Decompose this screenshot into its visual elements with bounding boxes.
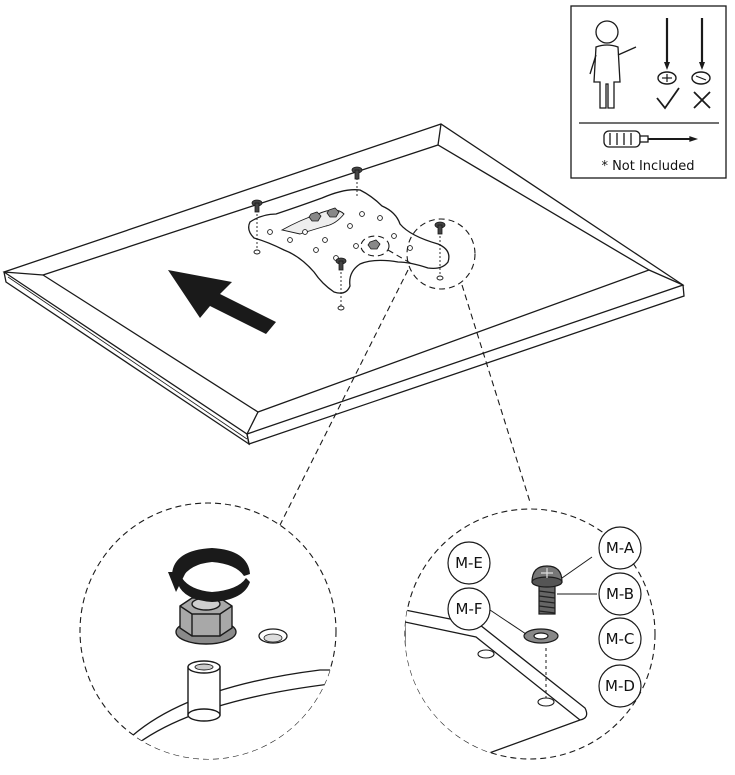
svg-text:M-F: M-F <box>456 600 483 618</box>
checkmark-icon <box>656 87 680 110</box>
svg-text:M-B: M-B <box>606 585 634 603</box>
flange-nut-icon <box>175 597 237 645</box>
label-m-e: M-E <box>447 541 491 585</box>
screwdriver-icon <box>603 130 699 148</box>
label-m-a: M-A <box>598 526 642 570</box>
not-included-note: * Not Included <box>601 159 694 174</box>
svg-text:M-E: M-E <box>455 554 483 572</box>
screw-icon <box>251 166 446 271</box>
label-m-c: M-C <box>598 617 642 661</box>
zoom-callout-small <box>406 218 476 290</box>
svg-text:M-A: M-A <box>606 539 635 557</box>
bolt-icon <box>531 565 563 615</box>
label-m-d: M-D <box>598 664 642 708</box>
legend-box: * Not Included <box>570 5 727 179</box>
person-icon <box>589 20 637 109</box>
label-m-f: M-F <box>447 587 491 631</box>
spacer-icon <box>187 660 221 722</box>
rotate-arrow-icon <box>168 548 250 602</box>
label-m-b: M-B <box>598 572 642 616</box>
washer-icon <box>523 628 559 644</box>
svg-text:M-C: M-C <box>606 630 635 648</box>
screwdriver-correct-icon <box>657 18 677 85</box>
detail-right: M-A M-B M-C M-D M-E M-F <box>404 508 656 760</box>
screwdriver-wrong-icon <box>691 18 711 85</box>
direction-arrow-icon <box>168 270 276 334</box>
mounting-plate <box>248 166 450 311</box>
detail-left <box>79 502 337 760</box>
cross-icon <box>693 91 711 109</box>
svg-text:M-D: M-D <box>605 677 635 695</box>
